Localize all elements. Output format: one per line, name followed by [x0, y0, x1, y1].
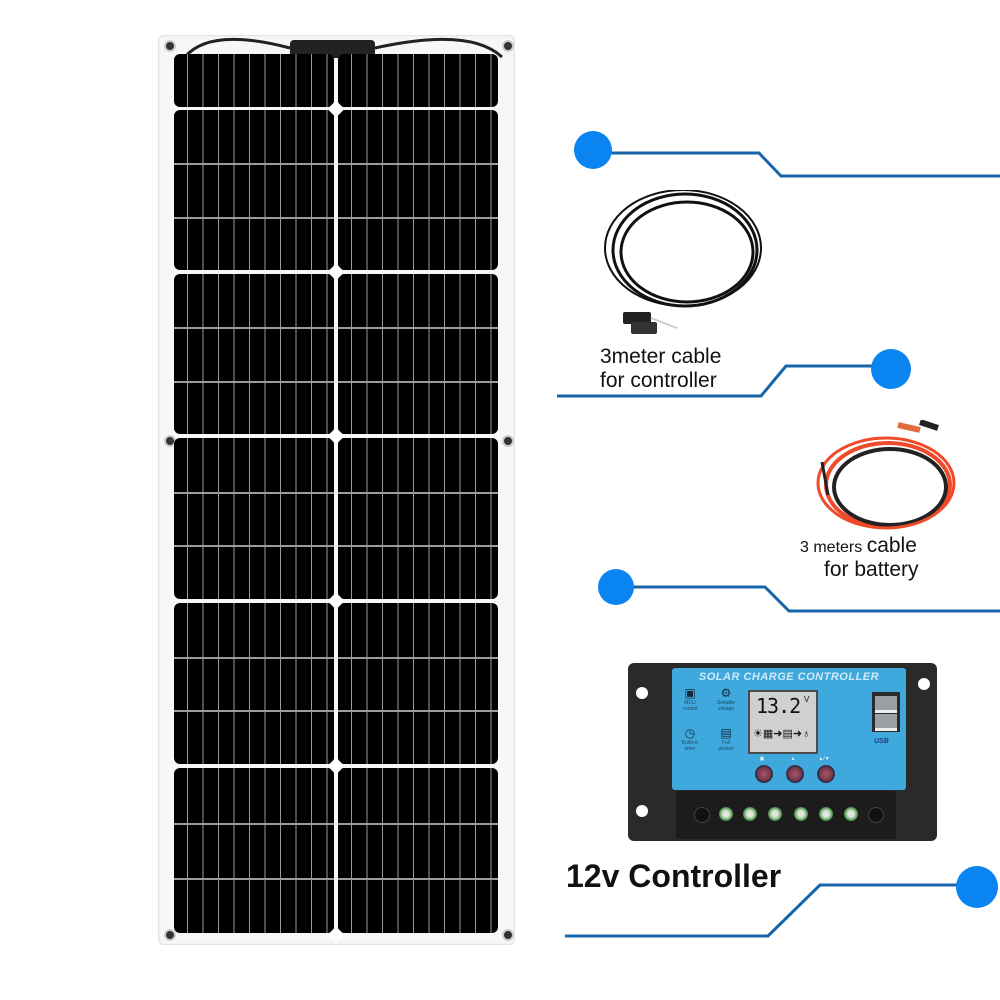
callout-line-controller-cable [557, 364, 880, 398]
cell-divider [338, 545, 498, 548]
mount-hole [918, 678, 930, 690]
solar-cell [174, 438, 334, 599]
grommet [164, 40, 176, 52]
grommet [502, 929, 514, 941]
grommet [502, 40, 514, 52]
cell-divider [174, 327, 334, 330]
cell-divider [338, 878, 498, 880]
cell-divider [174, 710, 334, 713]
terminal-screw [768, 807, 782, 821]
feature-mcu: ▣ MCU control [674, 686, 706, 722]
cell-divider [174, 878, 334, 880]
chip-icon: ▣ [684, 686, 696, 700]
lcd-voltage: 13.2 [756, 694, 801, 718]
cell-divider [338, 656, 498, 659]
callout-line-battery-cable [620, 585, 1000, 613]
label-line: for controller [600, 369, 717, 392]
callout-line-controller [565, 883, 970, 938]
button-label: ▲/▼ [818, 756, 830, 762]
terminal-block [676, 791, 896, 839]
solar-cell [338, 274, 498, 434]
solar-cell [174, 54, 334, 107]
cell-divider [338, 380, 498, 383]
cell-divider [338, 491, 498, 494]
solar-cell [174, 768, 334, 933]
solar-cell-grid [174, 54, 498, 944]
solar-cell [338, 603, 498, 764]
cell-divider [174, 163, 334, 166]
label-line: for battery [824, 558, 919, 581]
cell-divider [174, 545, 334, 548]
controller-title: SOLAR CHARGE CONTROLLER [698, 671, 880, 683]
solar-cell [174, 603, 334, 764]
controller-cable-label: 3meter cable for controller [600, 345, 721, 393]
usb-port[interactable] [875, 696, 897, 713]
junction-box [290, 40, 375, 58]
label-part: 3 meters [800, 539, 863, 556]
energy-flow-icons: ☀▦➜▤➜♁ [753, 728, 811, 740]
feature-label: MCU control [682, 700, 698, 712]
button-label: ▲ [790, 756, 796, 762]
terminal-screw [743, 807, 757, 821]
terminal-screw [819, 807, 833, 821]
cell-divider [174, 823, 334, 825]
accent-dot [871, 349, 911, 389]
terminal-hole [868, 807, 884, 823]
grommet [164, 929, 176, 941]
battery-cable-label: 3 meters cable for battery [800, 535, 960, 581]
feature-label: Build-in timer [681, 740, 699, 752]
mount-hole [636, 805, 648, 817]
up-down-button[interactable] [817, 765, 835, 783]
callout-line-top [600, 151, 1000, 178]
feature-label: Settable voltage [716, 700, 736, 712]
battery-cable-image [816, 420, 956, 530]
solar-cell [338, 438, 498, 599]
terminal-screw [794, 807, 808, 821]
button-label: ▣ [759, 756, 765, 762]
lock-icon: ▤ [720, 726, 732, 740]
solar-cell [174, 274, 334, 434]
label-line: 3meter cable [600, 345, 722, 368]
cell-divider [174, 656, 334, 659]
clock-icon: ◷ [684, 726, 696, 740]
cell-divider [338, 710, 498, 713]
lcd-display: 13.2 V ☀▦➜▤➜♁ [748, 690, 818, 754]
feature-timer: ◷ Build-in timer [674, 726, 706, 762]
solar-charge-controller: SOLAR CHARGE CONTROLLER ▣ MCU control ⚙ … [628, 663, 937, 841]
panel-cable [183, 37, 504, 59]
usb-port[interactable] [875, 714, 897, 731]
solar-cell [338, 768, 498, 933]
cell-divider [338, 327, 498, 330]
solar-cell [174, 110, 334, 270]
mount-hole [636, 687, 648, 699]
usb-label: USB [874, 738, 889, 745]
accent-dot [598, 569, 634, 605]
cell-divider [174, 380, 334, 383]
solar-cell [338, 110, 498, 270]
usb-ports [872, 692, 900, 732]
cell-divider [338, 216, 498, 219]
terminal-screw [719, 807, 733, 821]
cell-divider [174, 491, 334, 494]
up-button[interactable] [786, 765, 804, 783]
cell-divider [338, 163, 498, 166]
feature-label: Full protect [718, 740, 734, 752]
controller-cable-image [604, 190, 762, 334]
controller-label: 12v Controller [566, 858, 782, 894]
feature-settable: ⚙ Settable voltage [710, 686, 742, 722]
grommet [502, 435, 514, 447]
menu-button[interactable] [755, 765, 773, 783]
controller-face: SOLAR CHARGE CONTROLLER ▣ MCU control ⚙ … [672, 668, 906, 790]
cell-divider [174, 216, 334, 219]
gear-icon: ⚙ [720, 686, 732, 700]
accent-dot [574, 131, 612, 169]
cell-divider [338, 823, 498, 825]
accent-dot [956, 866, 998, 908]
lcd-unit: V [804, 695, 810, 704]
feature-protect: ▤ Full protect [710, 726, 742, 762]
solar-cell [338, 54, 498, 107]
terminal-screw [844, 807, 858, 821]
label-part: cable [866, 534, 917, 557]
terminal-hole [694, 807, 710, 823]
